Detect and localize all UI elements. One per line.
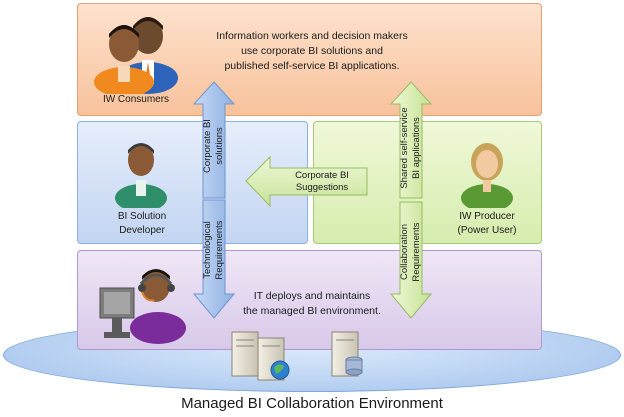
arrow-corporate-bi-suggestions [245,155,368,208]
role-label-consumers: IW Consumers [102,94,170,105]
web-server-icon [257,337,290,381]
role-label-developer: BI Solution Developer [117,211,167,236]
it-description: IT deploys and maintains the managed BI … [243,290,381,317]
arrow-label-corporate-bi-solutions: Corporate BI solutions [202,119,225,173]
server-icon [231,331,259,377]
arrow-collaboration-requirements [389,201,433,319]
role-label-producer: IW Producer (Power User) [457,211,517,236]
producer-person-icon [461,143,513,208]
arrow-label-collaboration-requirements: Collaboration Requirements [399,222,422,282]
servers-group [231,331,363,381]
consumers-description: Information workers and decision makers … [216,30,408,72]
database-server-icon [331,331,363,377]
arrow-label-shared-self-service: Shared self-service BI applications [399,107,422,189]
arrow-corporate-bi-solutions [192,81,236,199]
arrow-shared-self-service [389,81,433,199]
diagram-caption: Managed BI Collaboration Environment [181,395,443,412]
arrow-label-corporate-bi-suggestions: Corporate BI Suggestions [295,170,349,193]
it-support-person-icon [99,269,186,344]
arrow-technological-requirements [192,199,236,319]
consumers-people-icon [94,17,178,94]
arrow-label-technological-requirements: Technological Requirements [202,220,225,280]
developer-person-icon [115,143,167,208]
